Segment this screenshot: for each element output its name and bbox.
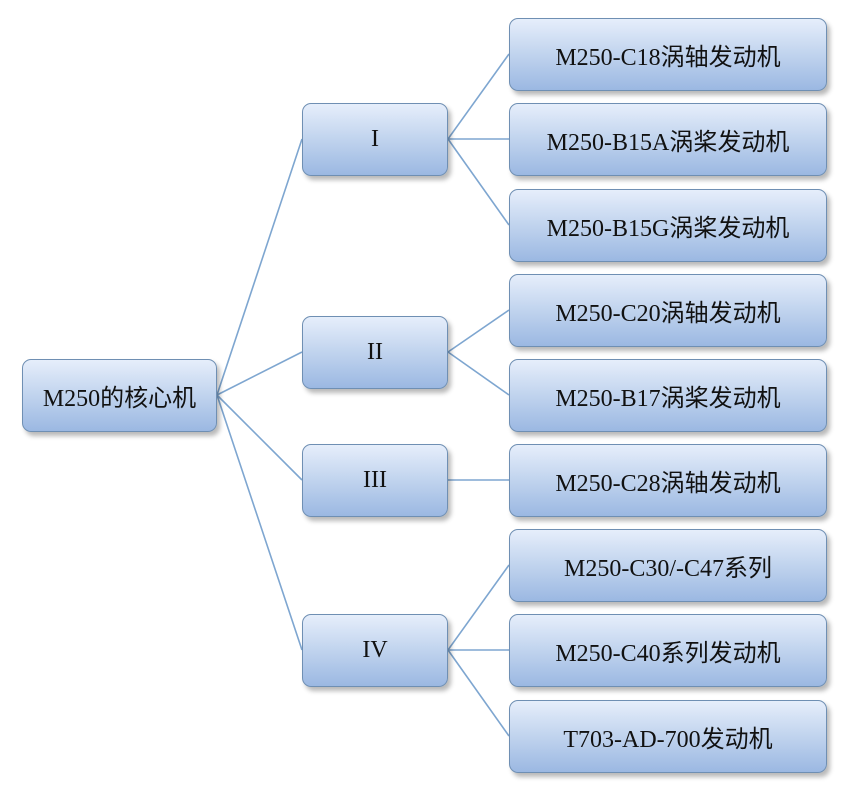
- connector-root-group-2: [216, 351, 303, 396]
- leaf-node-label: M250-C18涡轴发动机: [555, 45, 781, 71]
- leaf-node-label: M250-B17涡桨发动机: [555, 386, 781, 412]
- connector-root-group-4: [216, 394, 303, 651]
- leaf-node-9: T703-AD-700发动机: [509, 700, 827, 773]
- leaf-node-label: M250-C30/-C47系列: [563, 556, 772, 582]
- leaf-node-label: M250-C40系列发动机: [555, 641, 781, 667]
- connector-group-4-leaf-1: [447, 564, 510, 651]
- connector-group-2-leaf-1: [447, 309, 510, 353]
- leaf-node-2: M250-B15A涡桨发动机: [509, 103, 827, 176]
- group-node-2: II: [302, 316, 448, 389]
- group-node-1: I: [302, 103, 448, 176]
- group-node-label: II: [367, 339, 383, 365]
- leaf-node-label: M250-B15G涡桨发动机: [546, 216, 790, 242]
- leaf-node-3: M250-B15G涡桨发动机: [509, 189, 827, 262]
- leaf-node-label: M250-C28涡轴发动机: [555, 471, 781, 497]
- group-node-label: III: [363, 467, 387, 493]
- leaf-node-6: M250-C28涡轴发动机: [509, 444, 827, 517]
- root-node: M250的核心机: [22, 359, 217, 432]
- connector-group-4-leaf-3: [447, 649, 510, 737]
- connector-group-1-leaf-1: [447, 53, 510, 140]
- leaf-node-8: M250-C40系列发动机: [509, 614, 827, 687]
- group-node-3: III: [302, 444, 448, 517]
- connector-root-group-3: [216, 394, 303, 481]
- group-node-4: IV: [302, 614, 448, 687]
- connector-group-2-leaf-2: [447, 351, 510, 396]
- leaf-node-7: M250-C30/-C47系列: [509, 529, 827, 602]
- group-node-label: I: [371, 126, 379, 152]
- root-node-label: M250的核心机: [42, 386, 197, 412]
- leaf-node-label: T703-AD-700发动机: [563, 727, 773, 753]
- connector-root-group-1: [216, 138, 303, 396]
- connector-group-1-leaf-3: [447, 138, 510, 226]
- leaf-node-label: M250-C20涡轴发动机: [555, 301, 781, 327]
- leaf-node-4: M250-C20涡轴发动机: [509, 274, 827, 347]
- leaf-node-label: M250-B15A涡桨发动机: [546, 130, 790, 156]
- leaf-node-1: M250-C18涡轴发动机: [509, 18, 827, 91]
- group-node-label: IV: [362, 637, 388, 663]
- leaf-node-5: M250-B17涡桨发动机: [509, 359, 827, 432]
